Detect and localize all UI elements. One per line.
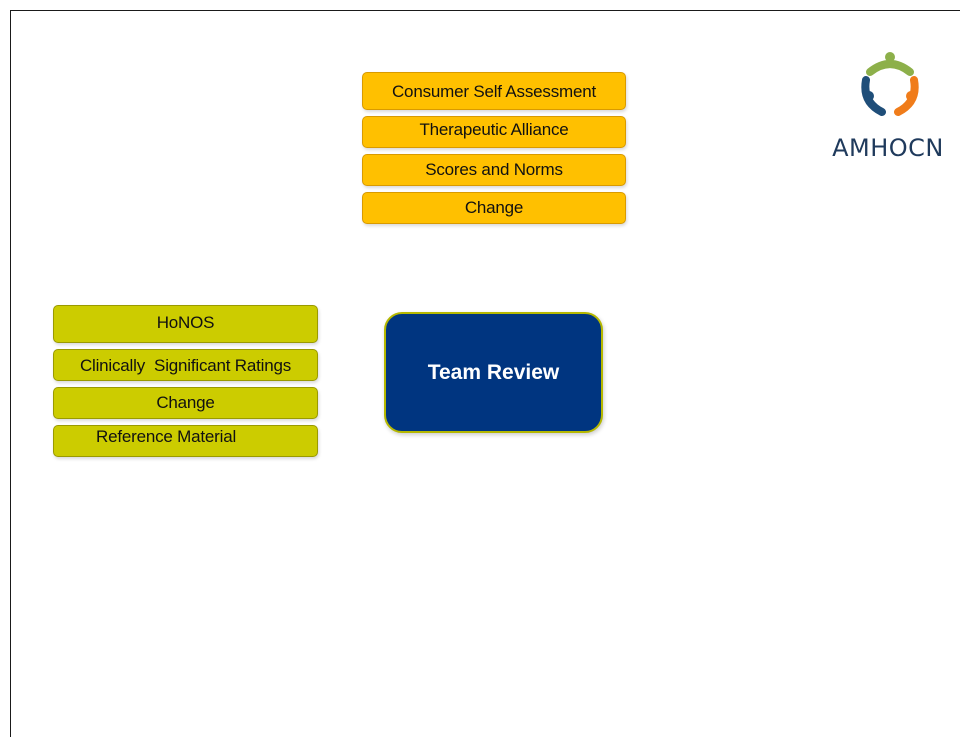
consumer-self-assessment-button[interactable]: Consumer Self Assessment	[362, 72, 626, 110]
scores-and-norms-button[interactable]: Scores and Norms	[362, 154, 626, 186]
therapeutic-alliance-button[interactable]: Therapeutic Alliance	[362, 116, 626, 148]
consumer-change-button[interactable]: Change	[362, 192, 626, 224]
honos-label: HoNOS	[156, 313, 215, 332]
clinician-change-button[interactable]: Change	[53, 387, 318, 419]
reference-material-button[interactable]: Reference Material	[53, 425, 318, 457]
reference-material-label: Reference Material	[96, 427, 237, 446]
amhocn-logo: AMHOCN	[830, 50, 950, 175]
clinically-significant-ratings-label: Clinically Significant Ratings	[79, 356, 292, 375]
honos-button[interactable]: HoNOS	[53, 305, 318, 343]
amhocn-people-circle-icon	[861, 52, 919, 116]
team-review-button[interactable]: Team Review	[384, 312, 603, 433]
scores-and-norms-label: Scores and Norms	[425, 160, 563, 179]
amhocn-logo-text: AMHOCN	[832, 134, 944, 162]
clinician-change-label: Change	[156, 393, 215, 412]
consumer-change-label: Change	[464, 198, 524, 217]
clinically-significant-ratings-button[interactable]: Clinically Significant Ratings	[53, 349, 318, 381]
therapeutic-alliance-label: Therapeutic Alliance	[419, 120, 569, 139]
consumer-self-assessment-label: Consumer Self Assessment	[391, 82, 596, 101]
team-review-label: Team Review	[427, 360, 560, 384]
